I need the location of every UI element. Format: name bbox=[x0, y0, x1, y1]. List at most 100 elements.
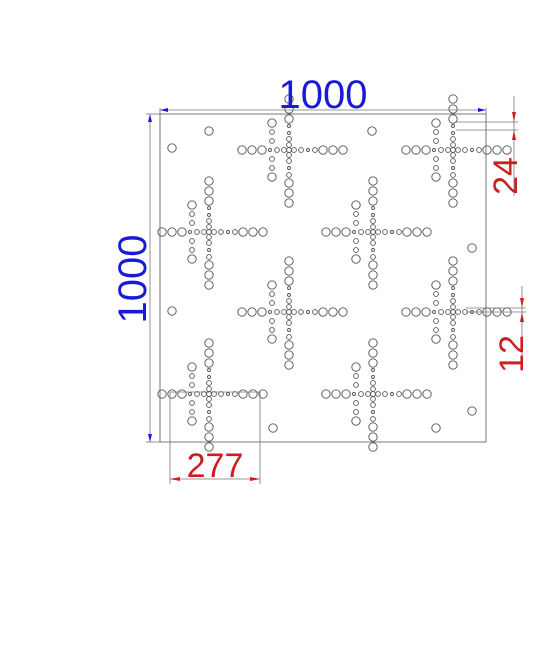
hole bbox=[206, 416, 212, 422]
hole bbox=[167, 227, 177, 237]
hole bbox=[390, 230, 394, 234]
hole bbox=[267, 118, 277, 128]
hole bbox=[368, 338, 378, 348]
hole bbox=[368, 358, 378, 368]
hole bbox=[206, 229, 212, 235]
hole bbox=[287, 328, 291, 332]
hole bbox=[258, 227, 268, 237]
hole bbox=[157, 227, 167, 237]
hole bbox=[451, 124, 455, 128]
hole-pattern bbox=[157, 94, 512, 452]
hole bbox=[445, 147, 451, 153]
hole bbox=[328, 307, 338, 317]
hole bbox=[450, 314, 456, 320]
hole bbox=[206, 218, 212, 224]
hole bbox=[248, 227, 258, 237]
hole bbox=[232, 229, 238, 235]
offset-12-arrow-bottom bbox=[520, 312, 524, 322]
hole bbox=[365, 229, 371, 235]
hole bbox=[286, 136, 292, 142]
hole bbox=[396, 391, 402, 397]
hole bbox=[370, 391, 376, 397]
hole bbox=[353, 373, 359, 379]
hole bbox=[284, 350, 294, 360]
hole bbox=[341, 389, 351, 399]
hole bbox=[281, 309, 287, 315]
hole bbox=[421, 307, 431, 317]
hole bbox=[284, 198, 294, 208]
hole bbox=[312, 147, 318, 153]
hole bbox=[238, 389, 248, 399]
hole bbox=[206, 254, 212, 260]
hole bbox=[204, 442, 214, 452]
hole bbox=[455, 147, 461, 153]
hole bbox=[450, 136, 456, 142]
hole bbox=[370, 402, 376, 408]
hole bbox=[287, 293, 291, 297]
hole bbox=[451, 293, 455, 297]
hole bbox=[451, 166, 455, 170]
hole bbox=[187, 200, 197, 210]
hole bbox=[189, 409, 195, 415]
hole bbox=[433, 138, 439, 144]
hole bbox=[402, 389, 412, 399]
hole bbox=[248, 389, 258, 399]
hole bbox=[371, 368, 375, 372]
hole bbox=[204, 196, 214, 206]
hole bbox=[189, 220, 195, 226]
hole bbox=[298, 309, 304, 315]
hole bbox=[194, 229, 200, 235]
height-arrow-bottom bbox=[148, 434, 152, 442]
hole bbox=[207, 213, 211, 217]
hole bbox=[286, 142, 292, 148]
height-dimension bbox=[146, 113, 160, 443]
hole bbox=[411, 307, 421, 317]
hole bbox=[187, 362, 197, 372]
hole bbox=[351, 254, 361, 264]
hole bbox=[450, 304, 456, 310]
hole bbox=[204, 126, 214, 136]
hole bbox=[462, 147, 468, 153]
hole bbox=[431, 172, 441, 182]
hole bbox=[284, 114, 294, 124]
hole bbox=[286, 298, 292, 304]
hole bbox=[287, 131, 291, 135]
hole bbox=[328, 145, 338, 155]
width-label: 1000 bbox=[279, 73, 368, 117]
hole bbox=[287, 166, 291, 170]
hole bbox=[432, 148, 436, 152]
hole bbox=[269, 300, 275, 306]
hole bbox=[370, 254, 376, 260]
hole bbox=[390, 392, 394, 396]
hole bbox=[422, 389, 432, 399]
plate-outline bbox=[159, 113, 487, 443]
hole bbox=[207, 410, 211, 414]
hole bbox=[353, 220, 359, 226]
hole bbox=[291, 147, 297, 153]
hole bbox=[433, 291, 439, 297]
hole bbox=[207, 375, 211, 379]
hole bbox=[306, 310, 310, 314]
hole bbox=[467, 406, 477, 416]
hole bbox=[412, 227, 422, 237]
hole bbox=[431, 280, 441, 290]
hole bbox=[370, 224, 376, 230]
hole bbox=[187, 254, 197, 264]
hole bbox=[268, 148, 272, 152]
hole bbox=[269, 165, 275, 171]
hole bbox=[370, 416, 376, 422]
hole bbox=[368, 422, 378, 432]
hole bbox=[188, 392, 192, 396]
hole bbox=[368, 176, 378, 186]
hole bbox=[204, 260, 214, 270]
hole bbox=[352, 230, 356, 234]
hole bbox=[365, 391, 371, 397]
hole bbox=[167, 143, 177, 153]
hole bbox=[371, 213, 375, 217]
hole bbox=[382, 229, 388, 235]
hole bbox=[177, 227, 187, 237]
hole bbox=[448, 276, 458, 286]
hole bbox=[318, 145, 328, 155]
hole bbox=[189, 247, 195, 253]
hole bbox=[448, 350, 458, 360]
